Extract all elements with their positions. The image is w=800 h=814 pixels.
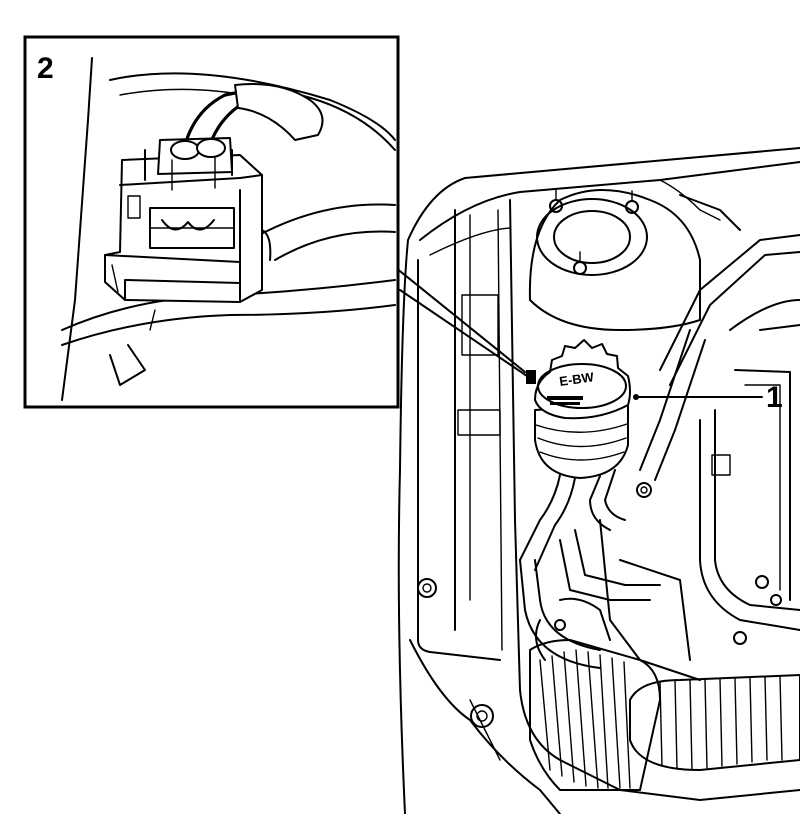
engine-bay-body xyxy=(397,147,800,814)
bolt-hole xyxy=(470,704,494,728)
detail-inset xyxy=(23,35,400,409)
callout-leaders xyxy=(379,254,763,400)
callout-2-label: 2 xyxy=(37,52,54,85)
callout-1-label: 1 xyxy=(766,381,783,414)
brake-lines-and-engine xyxy=(519,234,800,681)
corrugated-hoses xyxy=(529,597,800,791)
cap-markings: E-BW xyxy=(558,369,595,389)
strut-tower xyxy=(528,179,741,331)
brake-fluid-reservoir: E-BW xyxy=(519,339,631,571)
bolt-hole xyxy=(417,578,437,598)
